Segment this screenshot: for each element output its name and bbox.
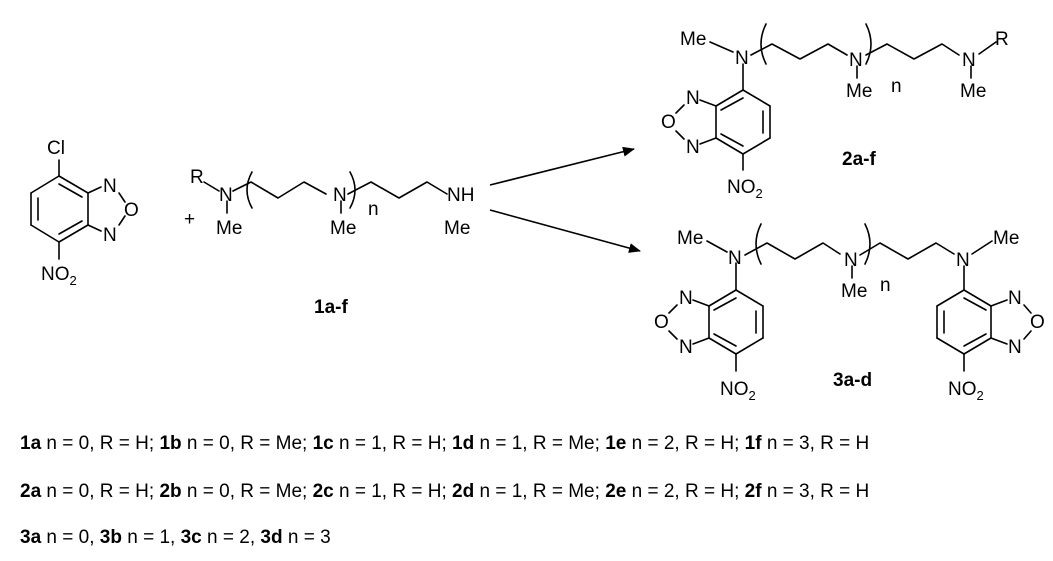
compound-label-2a-f: 2a-f xyxy=(842,149,876,170)
reaction-arrow-to-2 xyxy=(489,146,635,186)
nitro-group-label: NO2 xyxy=(727,177,763,201)
compound-definition: n = 0, R = H xyxy=(46,481,149,502)
reaction-scheme: Cl N O N NO2 + R N Me N Me n NH Me 1a-f xyxy=(30,23,1045,403)
compound-definition: n = 3, R = H xyxy=(766,433,870,454)
methyl-label: Me xyxy=(216,218,242,239)
furazan-oxygen-label: O xyxy=(661,112,676,133)
plus-sign: + xyxy=(184,209,195,230)
methyl-label: Me xyxy=(960,81,986,102)
methyl-label: Me xyxy=(846,81,872,102)
compound-definition: n = 2, R = H xyxy=(631,433,735,454)
compound-id: 1b xyxy=(159,433,182,454)
methyl-label: Me xyxy=(680,29,706,50)
amine-nitrogen-label: N xyxy=(962,50,976,71)
compound-definition: n = 1 xyxy=(127,527,171,548)
amine-nitrogen-label: N xyxy=(956,250,970,271)
product-2-structure: Me N N O N NO2 N Me n N R Me xyxy=(661,23,1009,201)
compound-definition: n = 3, R = H xyxy=(766,481,870,502)
ring-nitrogen-label: N xyxy=(103,176,117,197)
compound-definition: n = 0, R = Me xyxy=(186,433,303,454)
ring-oxygen-label: O xyxy=(124,200,139,221)
furazan-nitrogen-label: N xyxy=(679,337,693,358)
compound-definition: n = 1, R = H xyxy=(339,433,442,454)
compound-id: 1d xyxy=(452,433,475,454)
compound-id: 1f xyxy=(744,433,762,454)
furazan-nitrogen-label: N xyxy=(679,288,693,309)
legend-row-compounds-2: 2a n = 0, R = H; 2b n = 0, R = Me; 2c n … xyxy=(20,481,870,502)
amine-nitrogen-label: N xyxy=(735,48,749,69)
repeat-index-label: n xyxy=(880,275,891,296)
compound-definition: n = 1, R = H xyxy=(339,481,442,502)
compound-definition: n = 1, R = Me xyxy=(479,481,595,502)
furazan-nitrogen-label: N xyxy=(1008,337,1022,358)
methyl-label: Me xyxy=(330,218,356,239)
compound-id: 2b xyxy=(159,481,182,502)
amine-nitrogen-label: N xyxy=(219,185,233,206)
legend-row-compounds-3: 3a n = 0, 3b n = 1, 3c n = 2, 3d n = 3 xyxy=(20,527,331,548)
methyl-label: Me xyxy=(993,228,1019,249)
compound-definition: n = 1, R = Me xyxy=(479,433,595,454)
compound-label-3a-d: 3a-d xyxy=(833,370,872,391)
reaction-arrow-to-3 xyxy=(489,209,641,253)
compound-definition: n = 0, R = H xyxy=(46,433,149,454)
compound-id: 1e xyxy=(605,433,627,454)
product-3-structure: Me N N O N NO2 N Me n N Me N O N NO2 xyxy=(654,223,1045,403)
methyl-label: Me xyxy=(677,228,703,249)
secondary-amine-label: NH xyxy=(447,185,474,206)
compound-id: 1c xyxy=(312,433,334,454)
compound-id: 2f xyxy=(744,481,762,502)
amine-nitrogen-label: N xyxy=(333,185,347,206)
compound-id: 2a xyxy=(20,481,42,502)
nitro-group-label: NO2 xyxy=(41,264,77,288)
methyl-label: Me xyxy=(841,281,867,302)
repeat-index-label: n xyxy=(368,199,379,220)
furazan-oxygen-label: O xyxy=(654,312,669,333)
polyamine-reagent-structure: R N Me N Me n NH Me xyxy=(190,167,474,239)
compound-id: 2e xyxy=(605,481,627,502)
compound-definition: n = 0, R = Me xyxy=(186,481,303,502)
compound-label-1a-f: 1a-f xyxy=(314,297,348,318)
r-group-label: R xyxy=(995,29,1009,50)
compound-id: 3d xyxy=(260,527,283,548)
compound-id: 3a xyxy=(20,527,42,548)
repeat-index-label: n xyxy=(891,76,902,97)
amine-nitrogen-label: N xyxy=(728,248,742,269)
furazan-oxygen-label: O xyxy=(1030,312,1045,333)
nitro-group-label: NO2 xyxy=(720,379,756,403)
methyl-label: Me xyxy=(444,218,470,239)
furazan-nitrogen-label: N xyxy=(686,88,700,109)
compound-definition: n = 2 xyxy=(207,527,250,548)
nitro-group-label: NO2 xyxy=(948,379,984,403)
compound-definition: n = 2, R = H xyxy=(631,481,735,502)
compound-id: 2c xyxy=(312,481,334,502)
amine-nitrogen-label: N xyxy=(849,50,863,71)
compound-definition: n = 3 xyxy=(287,527,331,548)
compound-id: 2d xyxy=(452,481,475,502)
r-group-label: R xyxy=(190,167,204,188)
compound-definition: n = 0 xyxy=(46,527,90,548)
chlorine-label: Cl xyxy=(47,138,65,159)
furazan-nitrogen-label: N xyxy=(686,137,700,158)
legend-row-compounds-1: 1a n = 0, R = H; 1b n = 0, R = Me; 1c n … xyxy=(20,433,870,454)
compound-id: 1a xyxy=(20,433,42,454)
nbd-chloride-structure: Cl N O N NO2 xyxy=(30,138,139,288)
ring-nitrogen-label: N xyxy=(103,225,117,246)
furazan-nitrogen-label: N xyxy=(1008,288,1022,309)
compound-id: 3b xyxy=(99,527,122,548)
amine-nitrogen-label: N xyxy=(844,250,858,271)
compound-id: 3c xyxy=(180,527,202,548)
